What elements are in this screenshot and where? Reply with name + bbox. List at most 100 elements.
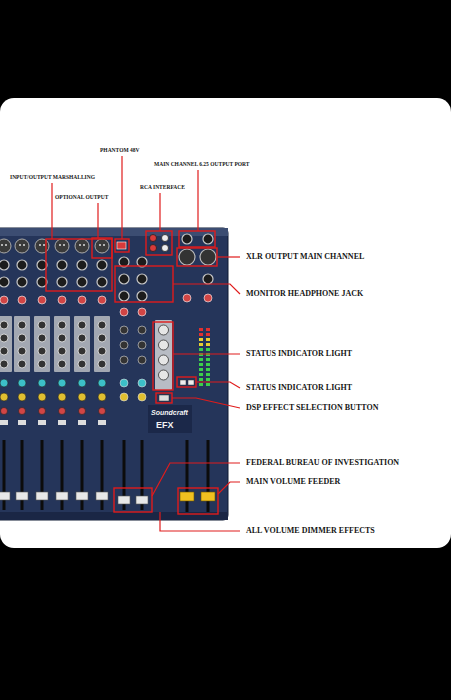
eq-knob bbox=[0, 360, 8, 368]
model-name: EFX bbox=[156, 421, 174, 430]
xlr-pin bbox=[5, 244, 7, 246]
control-knob bbox=[159, 340, 169, 350]
fader-cap bbox=[36, 492, 48, 500]
xlr-pin bbox=[63, 244, 65, 246]
eq-knob bbox=[78, 321, 86, 329]
fx-knob bbox=[38, 393, 46, 401]
eq-knob bbox=[78, 360, 86, 368]
callout-box bbox=[177, 377, 196, 387]
rca-socket bbox=[150, 235, 157, 242]
meter-led bbox=[206, 348, 210, 351]
stereo-knob bbox=[138, 379, 146, 387]
fader-cap bbox=[136, 496, 148, 504]
brand-logo: Soundcraft bbox=[151, 409, 188, 416]
aux-knob bbox=[58, 379, 66, 387]
meter-led bbox=[199, 348, 203, 351]
callout-label: MAIN CHANNEL 6.25 OUTPUT PORT bbox=[154, 162, 250, 168]
xlr-pin bbox=[1, 244, 3, 246]
eq-knob bbox=[18, 334, 26, 342]
leader-line bbox=[152, 463, 240, 496]
leader-line bbox=[173, 284, 240, 294]
fx-knob bbox=[0, 393, 8, 401]
pan-knob bbox=[59, 408, 66, 415]
status-button bbox=[188, 380, 194, 385]
gain-knob bbox=[0, 296, 8, 304]
mute-button bbox=[78, 420, 86, 425]
stereo-jack bbox=[137, 291, 147, 301]
eq-knob bbox=[58, 360, 66, 368]
control-knob bbox=[159, 325, 169, 335]
pan-knob bbox=[1, 408, 8, 415]
eq-panel bbox=[74, 316, 90, 372]
eq-knob bbox=[98, 347, 106, 355]
meter-led bbox=[206, 383, 210, 386]
stereo-jack bbox=[119, 291, 129, 301]
leader-line bbox=[160, 512, 240, 531]
meter-led bbox=[199, 373, 203, 376]
pan-knob bbox=[39, 408, 46, 415]
stereo-knob bbox=[120, 379, 128, 387]
eq-knob bbox=[58, 347, 66, 355]
xlr-pin bbox=[103, 244, 105, 246]
xlr-input bbox=[0, 239, 11, 253]
fx-knob bbox=[18, 393, 26, 401]
stereo-knob bbox=[138, 326, 146, 334]
aux-knob bbox=[78, 379, 86, 387]
fader-cap bbox=[118, 496, 130, 504]
eq-knob bbox=[18, 347, 26, 355]
eq-knob bbox=[98, 360, 106, 368]
eq-panel bbox=[94, 316, 110, 372]
gain-knob bbox=[38, 296, 46, 304]
callout-box bbox=[114, 488, 152, 512]
callout-label: MAIN VOLUME FEEDER bbox=[246, 478, 340, 486]
logo-plate bbox=[148, 405, 192, 433]
xlr-pin bbox=[43, 244, 45, 246]
callout-label: STATUS INDICATOR LIGHT bbox=[246, 384, 352, 392]
eq-knob bbox=[58, 334, 66, 342]
stereo-knob bbox=[120, 393, 128, 401]
callout-label: ALL VOLUME DIMMER EFFECTS bbox=[246, 527, 375, 535]
callout-label: FEDERAL BUREAU OF INVESTIGATION bbox=[246, 459, 399, 467]
eq-knob bbox=[0, 321, 8, 329]
fader-cap bbox=[56, 492, 68, 500]
callout-box bbox=[146, 231, 172, 255]
xlr-input bbox=[95, 239, 109, 253]
fader-cap bbox=[16, 492, 28, 500]
leader-line bbox=[197, 170, 198, 231]
leader-line bbox=[159, 193, 160, 231]
meter-led bbox=[199, 378, 203, 381]
stereo-jack bbox=[137, 274, 147, 284]
dsp-button bbox=[159, 395, 169, 401]
jack bbox=[0, 277, 9, 287]
leader-line bbox=[173, 353, 240, 354]
jack bbox=[57, 260, 67, 270]
output-jack bbox=[182, 234, 192, 244]
callout-label: PHANTOM 48V bbox=[100, 148, 139, 154]
fader-cap bbox=[76, 492, 88, 500]
stereo-jack bbox=[119, 274, 129, 284]
callout-label: MONITOR HEADPHONE JACK bbox=[246, 290, 363, 298]
eq-knob bbox=[38, 321, 46, 329]
master-fader-cap bbox=[180, 492, 194, 501]
master-fader-cap bbox=[201, 492, 215, 501]
pan-knob bbox=[19, 408, 26, 415]
meter-led bbox=[199, 343, 203, 346]
xlr-pin bbox=[99, 244, 101, 246]
mute-button bbox=[98, 420, 106, 425]
jack bbox=[97, 277, 107, 287]
meter-led bbox=[199, 383, 203, 386]
eq-knob bbox=[78, 347, 86, 355]
fx-knob bbox=[58, 393, 66, 401]
gain-knob bbox=[58, 296, 66, 304]
fx-knob bbox=[78, 393, 86, 401]
leader-line bbox=[196, 382, 240, 388]
meter-led bbox=[206, 368, 210, 371]
leader-line bbox=[217, 256, 240, 257]
mute-button bbox=[38, 420, 46, 425]
rca-socket bbox=[150, 245, 157, 252]
bottom-strip bbox=[0, 512, 228, 520]
phantom-switch bbox=[117, 242, 126, 249]
jack bbox=[57, 277, 67, 287]
